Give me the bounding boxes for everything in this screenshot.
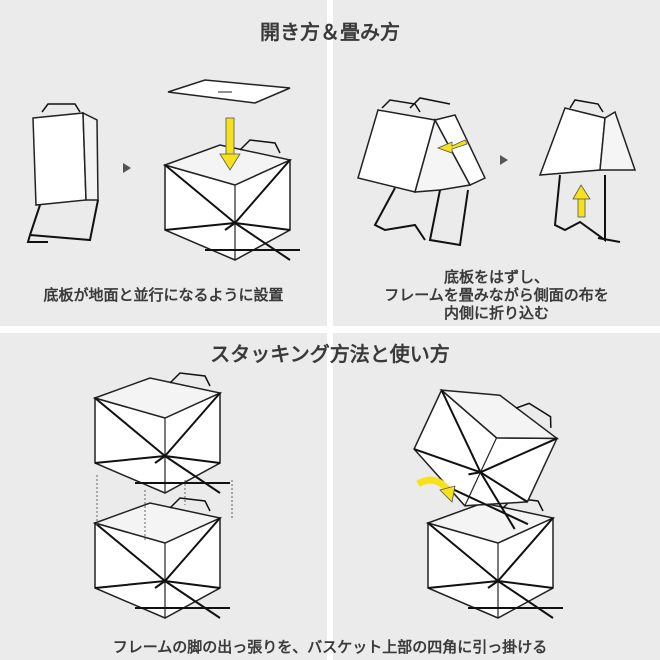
caption-stacking: フレームの脚の出っ張りを、バスケット上部の四角に引っ掛ける [112,638,548,656]
stacked-basket-top-illustration [94,372,231,494]
curved-arrow-icon [416,476,456,503]
section-title-stacking: スタッキング方法と使い方 [210,342,450,366]
folding-basket-illustration [357,97,487,247]
step-arrow-icon [123,163,131,173]
stacked-basket-bottom-illustration [94,497,231,619]
step-arrow-icon [500,155,508,165]
basket-lid-illustration [167,79,291,104]
caption-fold-line1: 底板をはずし、 [443,268,549,286]
caption-open: 底板が地面と並行になるように設置 [43,286,284,304]
arrow-down-icon [219,117,241,171]
section-title-open-fold: 開き方＆畳み方 [260,20,400,44]
arrow-left-icon [436,139,468,154]
folded-frame-illustration [538,99,637,243]
base-basket-illustration [427,497,564,619]
caption-fold-line2: フレームを畳みながら側面の布を [384,286,609,304]
arrow-up-icon [572,184,591,218]
folded-basket-illustration [26,103,99,243]
alignment-guide-lines [96,475,233,540]
caption-fold-line3: 内側に折り込む [443,304,549,322]
